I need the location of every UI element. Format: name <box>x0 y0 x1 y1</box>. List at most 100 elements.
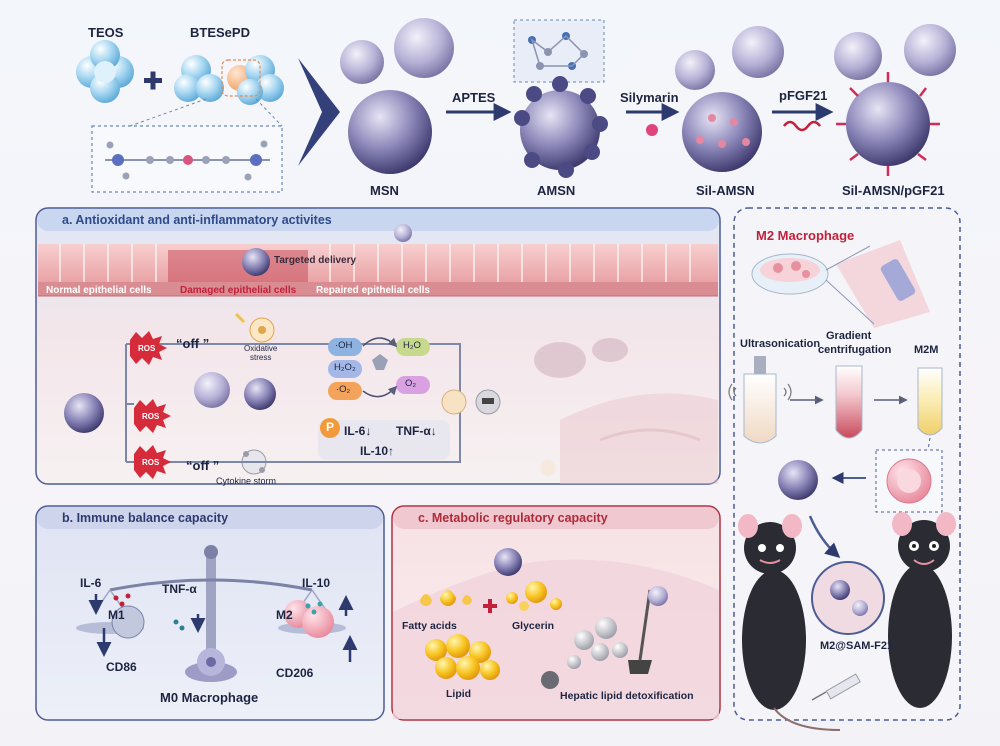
m1-label: M1 <box>108 608 125 622</box>
epithelium-cells <box>38 244 718 297</box>
panel-c-title: c. Metabolic regulatory capacity <box>418 511 608 525</box>
liver-zoom-circle <box>811 561 885 635</box>
mouse-right <box>888 512 956 708</box>
cytokine-dots <box>113 593 323 631</box>
mechanism-nanoparticle <box>64 393 104 433</box>
broom-icon <box>628 586 668 674</box>
coated-nanoparticle <box>778 460 818 500</box>
oxygen-label: O₂ <box>405 378 417 389</box>
mechanism-bracket <box>125 343 222 463</box>
m2-label: M2 <box>276 608 293 622</box>
panel-b-title: b. Immune balance capacity <box>62 511 229 525</box>
pfgf21-label: pFGF21 <box>779 88 828 103</box>
cytokine-box <box>318 418 450 460</box>
oxidative-label: Oxidative <box>244 344 278 353</box>
teos-label: TEOS <box>88 25 124 40</box>
teos-molecule <box>76 40 134 103</box>
glycerin-label: Glycerin <box>512 620 555 632</box>
vessel-tissue <box>825 240 930 328</box>
ultrasonication-label: Ultrasonication <box>740 338 821 350</box>
m2m-tube <box>917 367 943 436</box>
off-label-1: “off ” <box>176 336 210 351</box>
arrow-treatment <box>808 515 841 558</box>
amsn-label: AMSN <box>537 183 576 198</box>
m2-panel-title: M2 Macrophage <box>756 228 855 243</box>
targeted-delivery-label: Targeted delivery <box>274 255 357 266</box>
hepatic-detox-label: Hepatic lipid detoxification <box>560 690 694 702</box>
tissue-background <box>534 338 718 484</box>
il6-down-label: IL-6↓ <box>344 424 372 438</box>
tnfa-down-label: TNF-α↓ <box>396 424 437 438</box>
repaired-cells-label: Repaired epithelial cells <box>316 285 430 296</box>
targeted-nanoparticle <box>242 248 270 276</box>
m2m-zoom <box>875 437 943 513</box>
sil-amsn-pfgf21-spheres <box>834 24 956 176</box>
cd206-label: CD206 <box>276 666 314 680</box>
gradient-tube <box>835 365 863 439</box>
panel-a-title: a. Antioxidant and anti-inflammatory act… <box>62 213 332 227</box>
detox-spheres <box>541 617 628 689</box>
hepatocyte-nanoparticle <box>494 548 522 576</box>
ros-badge-3 <box>134 445 171 479</box>
cell-fate-icons <box>441 389 501 415</box>
damaged-cells-label: Damaged epithelial cells <box>180 285 297 296</box>
sil-amsn-spheres <box>675 26 784 172</box>
panel-c-header-bar <box>393 507 719 529</box>
btesepd-label: BTESePD <box>190 25 250 40</box>
h2o2-label: H₂O₂ <box>334 362 356 373</box>
il6-label: IL-6 <box>80 576 102 590</box>
ros-conversion <box>328 337 430 400</box>
ros-label-1: ROS <box>138 344 156 353</box>
panel-a-header-bar <box>37 209 719 231</box>
m0-label: M0 Macrophage <box>160 690 259 705</box>
cd86-label: CD86 <box>106 660 137 674</box>
m2-sam-f21-label: M2@SAM-F21 <box>820 640 894 652</box>
ultrasonication-tube <box>728 356 792 444</box>
off-label-2: “off ” <box>186 458 220 473</box>
cytokine-storm-label: Cytokine storm <box>216 476 277 486</box>
msn-spheres <box>340 18 454 174</box>
big-chevron-arrow <box>298 58 340 166</box>
hydroxyl-radical-label: ·OH <box>335 340 353 351</box>
gradient-label: Gradient <box>826 330 872 342</box>
superoxide-label: ·O₂ <box>336 384 351 395</box>
sil-amsn-pfgf21-label: Sil-AMSN/pGF21 <box>842 183 945 198</box>
tnfa-label: TNF-α <box>162 582 197 596</box>
ros-badge-1 <box>130 331 167 365</box>
plasmid-helix <box>783 120 821 132</box>
petri-dish <box>751 253 829 295</box>
fatty-acids-label: Fatty acids <box>402 620 457 632</box>
lipid-label: Lipid <box>446 688 472 700</box>
floating-nanoparticle <box>394 224 412 242</box>
silymarin-label: Silymarin <box>620 90 679 105</box>
btesepd-structure-box <box>91 98 283 193</box>
syringe-icon <box>811 673 861 701</box>
mouse-left <box>738 514 841 731</box>
up-down-arrows <box>88 594 358 662</box>
hepatocyte-cell <box>393 559 719 719</box>
sil-amsn-label: Sil-AMSN <box>696 183 755 198</box>
red-plus <box>483 599 497 613</box>
ros-label-3: ROS <box>142 458 160 467</box>
plus-sign <box>144 71 162 90</box>
oxidative-cell-icon <box>234 312 275 343</box>
nanoparticle-cluster <box>194 372 276 410</box>
silymarin-dot <box>646 124 658 136</box>
il10-label: IL-10 <box>302 576 331 590</box>
msn-label: MSN <box>370 183 399 198</box>
centrifugation-label: centrifugation <box>818 344 892 356</box>
btesepd-molecule <box>174 55 284 105</box>
normal-cells-label: Normal epithelial cells <box>46 285 152 296</box>
il10-up-label: IL-10↑ <box>360 444 395 458</box>
water-label: H₂O <box>403 340 421 351</box>
stress-label: stress <box>250 353 272 362</box>
lipid-cluster <box>425 634 500 680</box>
ros-badge-2 <box>134 399 171 433</box>
m2m-label: M2M <box>914 344 939 356</box>
balance-scale <box>76 545 346 682</box>
aptes-label: APTES <box>452 90 496 105</box>
p-badge-label: P <box>326 420 335 434</box>
panel-b-header-bar <box>37 507 383 529</box>
